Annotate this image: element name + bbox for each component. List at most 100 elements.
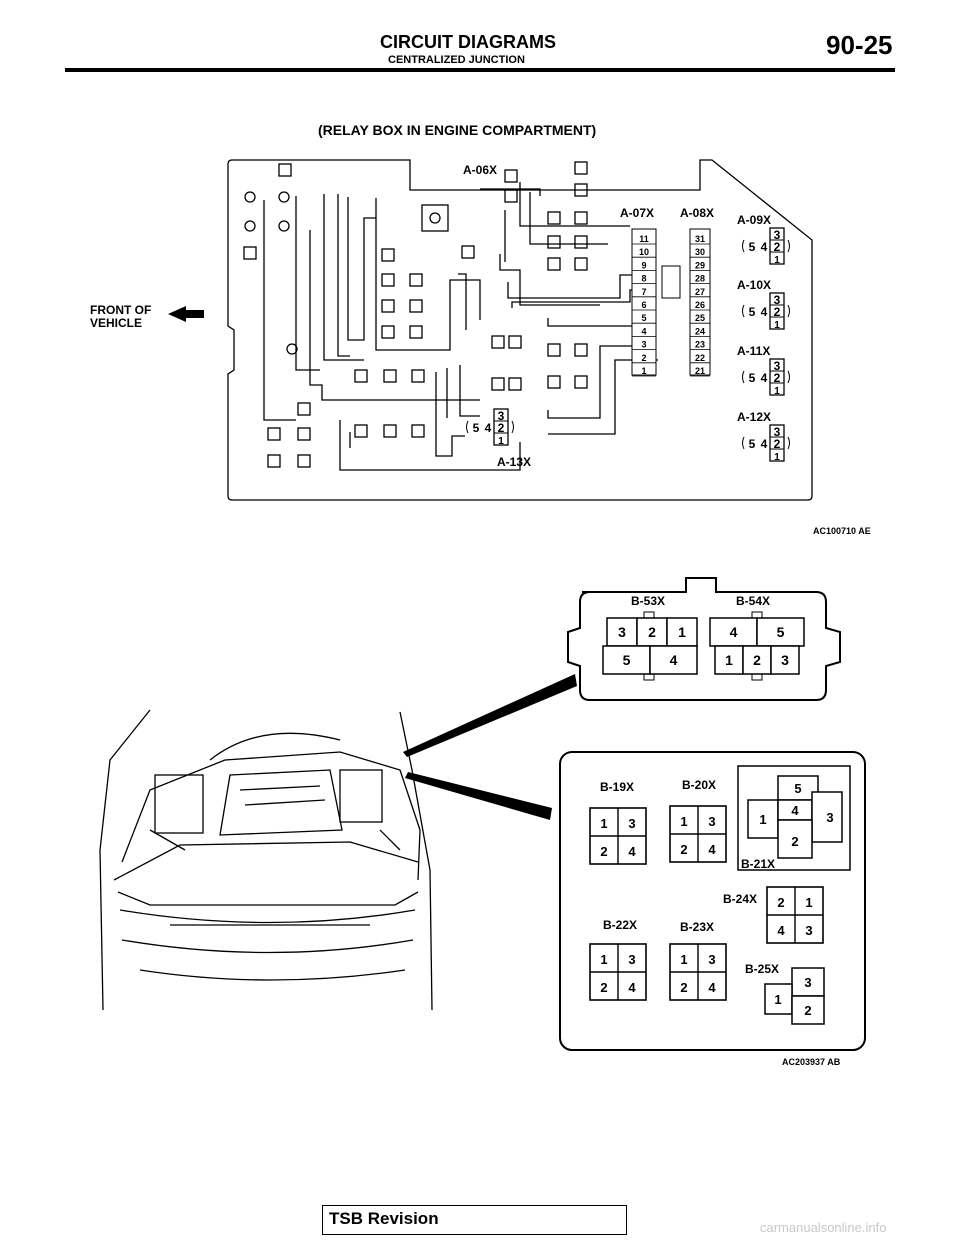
- relay-pin-4: 4: [761, 240, 768, 254]
- b19x-connector-pin: 2: [600, 844, 607, 859]
- b-connector-housing: [559, 751, 866, 1051]
- relay-pin-5: 5: [473, 421, 480, 435]
- a08x-pin-label: 29: [695, 260, 705, 270]
- b20x-connector-pin: 1: [680, 814, 687, 829]
- connector-label-b24x: B-24X: [723, 892, 758, 906]
- b22x-connector-pin: 1: [600, 952, 607, 967]
- engine-bay-sketch: [99, 709, 433, 1011]
- a07x-pin-label: 1: [641, 366, 646, 376]
- a08x-pin-label: 23: [695, 340, 705, 350]
- b25x-connector: 3 1 2: [764, 967, 825, 1025]
- relay-pin-3: 3: [774, 359, 781, 373]
- connector-label-a06x: A-06X: [463, 163, 498, 177]
- a08x-pin-label: 27: [695, 287, 705, 297]
- b19x-connector-pin: 4: [628, 844, 636, 859]
- relay-pin-2: 2: [774, 371, 781, 385]
- relay-pin-3: 3: [774, 425, 781, 439]
- relay-pin-4: 4: [761, 437, 768, 451]
- a07x-pin-label: 4: [641, 326, 646, 336]
- b23x-connector-pin: 3: [708, 952, 715, 967]
- b20x-connector-pin: 3: [708, 814, 715, 829]
- b24x-connector-pin: 4: [777, 923, 785, 938]
- a07x-pin-label: 11: [639, 234, 649, 244]
- b53x-pin: 4: [670, 652, 678, 668]
- a07x-pin-label: 5: [641, 313, 646, 323]
- relay-pin-5: 5: [749, 240, 756, 254]
- b54x-pin: 3: [781, 652, 789, 668]
- connector-label-b20x: B-20X: [682, 778, 717, 792]
- b24x-connector-pin: 3: [805, 923, 812, 938]
- connector-label-b53x: B-53X: [631, 594, 666, 608]
- a07x-pin-label: 6: [641, 300, 646, 310]
- b54x-pin: 5: [777, 624, 785, 640]
- b53-leader-line: [403, 674, 577, 757]
- connector-label-a13x: A-13X: [497, 455, 532, 469]
- relay-pin-4: 4: [485, 421, 492, 435]
- b25x-pin: 3: [804, 975, 811, 990]
- b21x-pin: 3: [826, 810, 833, 825]
- page-subtitle: CENTRALIZED JUNCTION: [388, 54, 525, 66]
- b21x-pin: 4: [791, 803, 799, 818]
- b25x-pin: 2: [804, 1003, 811, 1018]
- relay-pin-2: 2: [774, 305, 781, 319]
- connector-label-a11x: A-11X: [737, 344, 771, 358]
- b20x-connector-pin: 4: [708, 842, 716, 857]
- relay-pin-1: 1: [774, 320, 780, 331]
- relay-pin-1: 1: [774, 452, 780, 463]
- figure-id-relay-box: AC100710 AE: [813, 526, 871, 536]
- b25x-pin: 1: [774, 992, 781, 1007]
- a08x-pin-label: 26: [695, 300, 705, 310]
- front-label-line1: FRONT OF: [90, 303, 152, 317]
- a08x-pin-label: 30: [695, 247, 705, 257]
- b53x-pin: 3: [618, 624, 626, 640]
- b22x-connector-pin: 3: [628, 952, 635, 967]
- connector-label-b25x: B-25X: [745, 962, 780, 976]
- relay-pin-3: 3: [498, 409, 505, 423]
- connector-label-a10x: A-10X: [737, 278, 772, 292]
- relay-pin-1: 1: [774, 255, 780, 266]
- relay-pin-5: 5: [749, 437, 756, 451]
- relay-pin-2: 2: [774, 437, 781, 451]
- b53x-pin: 1: [678, 624, 686, 640]
- b23x-connector-pin: 4: [708, 980, 716, 995]
- a07x-pin-label: 2: [641, 353, 646, 363]
- b21x-pin: 2: [791, 834, 798, 849]
- a08x-pin-label: 31: [695, 234, 705, 244]
- connector-label-b22x: B-22X: [603, 918, 638, 932]
- relay-pin-5: 5: [749, 305, 756, 319]
- b53x-pin: 5: [623, 652, 631, 668]
- b19x-connector-pin: 1: [600, 816, 607, 831]
- b23x-connector-pin: 2: [680, 980, 687, 995]
- a08x-pin-label: 22: [695, 353, 705, 363]
- connector-label-a07x: A-07X: [620, 206, 655, 220]
- page-number: 90-25: [826, 30, 893, 60]
- a07x-pin-label: 10: [639, 247, 649, 257]
- b54x-pin: 1: [725, 652, 733, 668]
- relay-pin-3: 3: [774, 293, 781, 307]
- b53-b54-housing: [567, 577, 841, 701]
- connector-label-a12x: A-12X: [737, 410, 772, 424]
- b24x-connector-pin: 2: [777, 895, 784, 910]
- connector-label-b21x: B-21X: [741, 857, 776, 871]
- a08x-pin-label: 28: [695, 274, 705, 284]
- a07x-pin-label: 7: [641, 287, 646, 297]
- connector-label-b23x: B-23X: [680, 920, 715, 934]
- a07x-pin-label: 3: [641, 340, 646, 350]
- a08x-pin-label: 25: [695, 313, 705, 323]
- connector-label-a09x: A-09X: [737, 213, 772, 227]
- connector-label-b19x: B-19X: [600, 780, 635, 794]
- b22x-connector-pin: 4: [628, 980, 636, 995]
- relay-pin-1: 1: [498, 436, 504, 447]
- relay-pin-4: 4: [761, 305, 768, 319]
- b54x-pin: 4: [730, 624, 738, 640]
- b20x-connector-pin: 2: [680, 842, 687, 857]
